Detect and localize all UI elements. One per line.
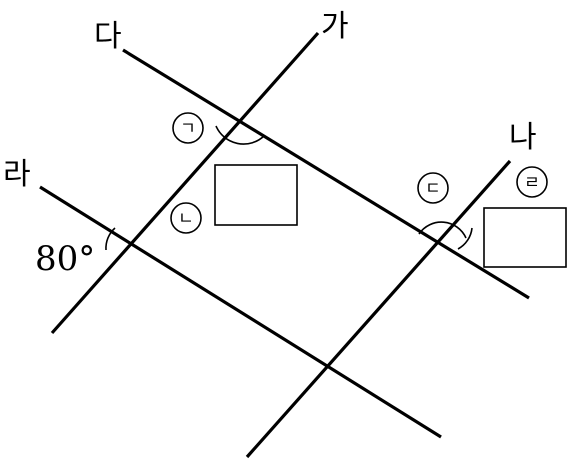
marker-giyeok-text: ㄱ xyxy=(180,119,196,139)
angle-arc-giyeok xyxy=(215,125,265,145)
line-na xyxy=(245,159,512,459)
line-da xyxy=(122,48,530,300)
label-ra: 라 xyxy=(3,157,31,192)
angle-arc-digeut xyxy=(418,221,467,239)
marker-rieul: ㄹ xyxy=(516,166,548,198)
angle-arc-rieul xyxy=(457,227,473,250)
label-na: 나 xyxy=(509,120,537,155)
answer-box-rieul[interactable] xyxy=(483,207,567,268)
marker-rieul-text: ㄹ xyxy=(524,173,540,193)
line-ga xyxy=(50,31,320,335)
marker-digeut: ㄷ xyxy=(417,172,449,204)
marker-giyeok: ㄱ xyxy=(172,112,204,144)
label-da: 다 xyxy=(94,19,122,54)
marker-nieun: ㄴ xyxy=(170,202,202,234)
angle-80-label: 80° xyxy=(35,239,95,279)
marker-digeut-text: ㄷ xyxy=(425,179,441,199)
answer-box-nieun[interactable] xyxy=(214,164,298,226)
marker-nieun-text: ㄴ xyxy=(178,209,194,229)
label-ga: 가 xyxy=(321,9,349,44)
angle-arc-80 xyxy=(105,227,116,251)
line-ra xyxy=(39,185,442,439)
